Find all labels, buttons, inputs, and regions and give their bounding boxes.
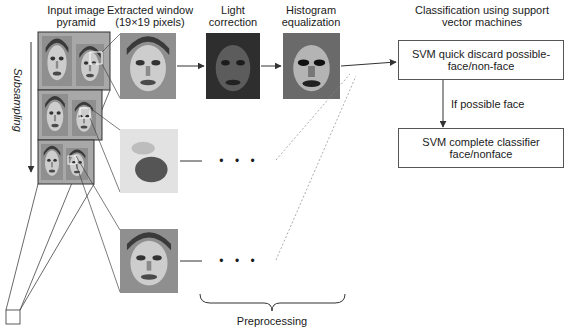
- column-heading: Classification using support vector mach…: [404, 4, 560, 28]
- axis-label: Subsampling: [12, 58, 24, 142]
- ellipsis: • • •: [206, 255, 272, 267]
- subsampling-arrow: [31, 42, 32, 172]
- image-pyramid: [38, 32, 110, 184]
- flow-arrow: [443, 80, 444, 127]
- box-text: SVM quick discard possible-face/non-face: [405, 48, 557, 72]
- window-lines: [76, 34, 120, 292]
- edge-label: If possible face: [449, 98, 526, 110]
- preprocessing-brace: [200, 294, 345, 311]
- column-heading: Input image pyramid: [36, 4, 116, 28]
- bracket-label: Preprocessing: [222, 315, 322, 327]
- column-heading: Extracted window (19×19 pixels): [102, 4, 198, 28]
- box-text: SVM complete classifier face/nonface: [405, 136, 557, 160]
- process-box: SVM quick discard possible-face/non-face: [398, 40, 564, 80]
- extracted-windows: [120, 33, 178, 293]
- equalized-window: [283, 33, 340, 99]
- process-arrows: [177, 62, 396, 261]
- column-heading: Histogram equalization: [274, 4, 348, 28]
- ellipsis: • • •: [206, 155, 272, 167]
- light-corrected-window: [206, 33, 260, 99]
- process-box: SVM complete classifier face/nonface: [398, 128, 564, 168]
- column-heading: Light correction: [200, 4, 266, 28]
